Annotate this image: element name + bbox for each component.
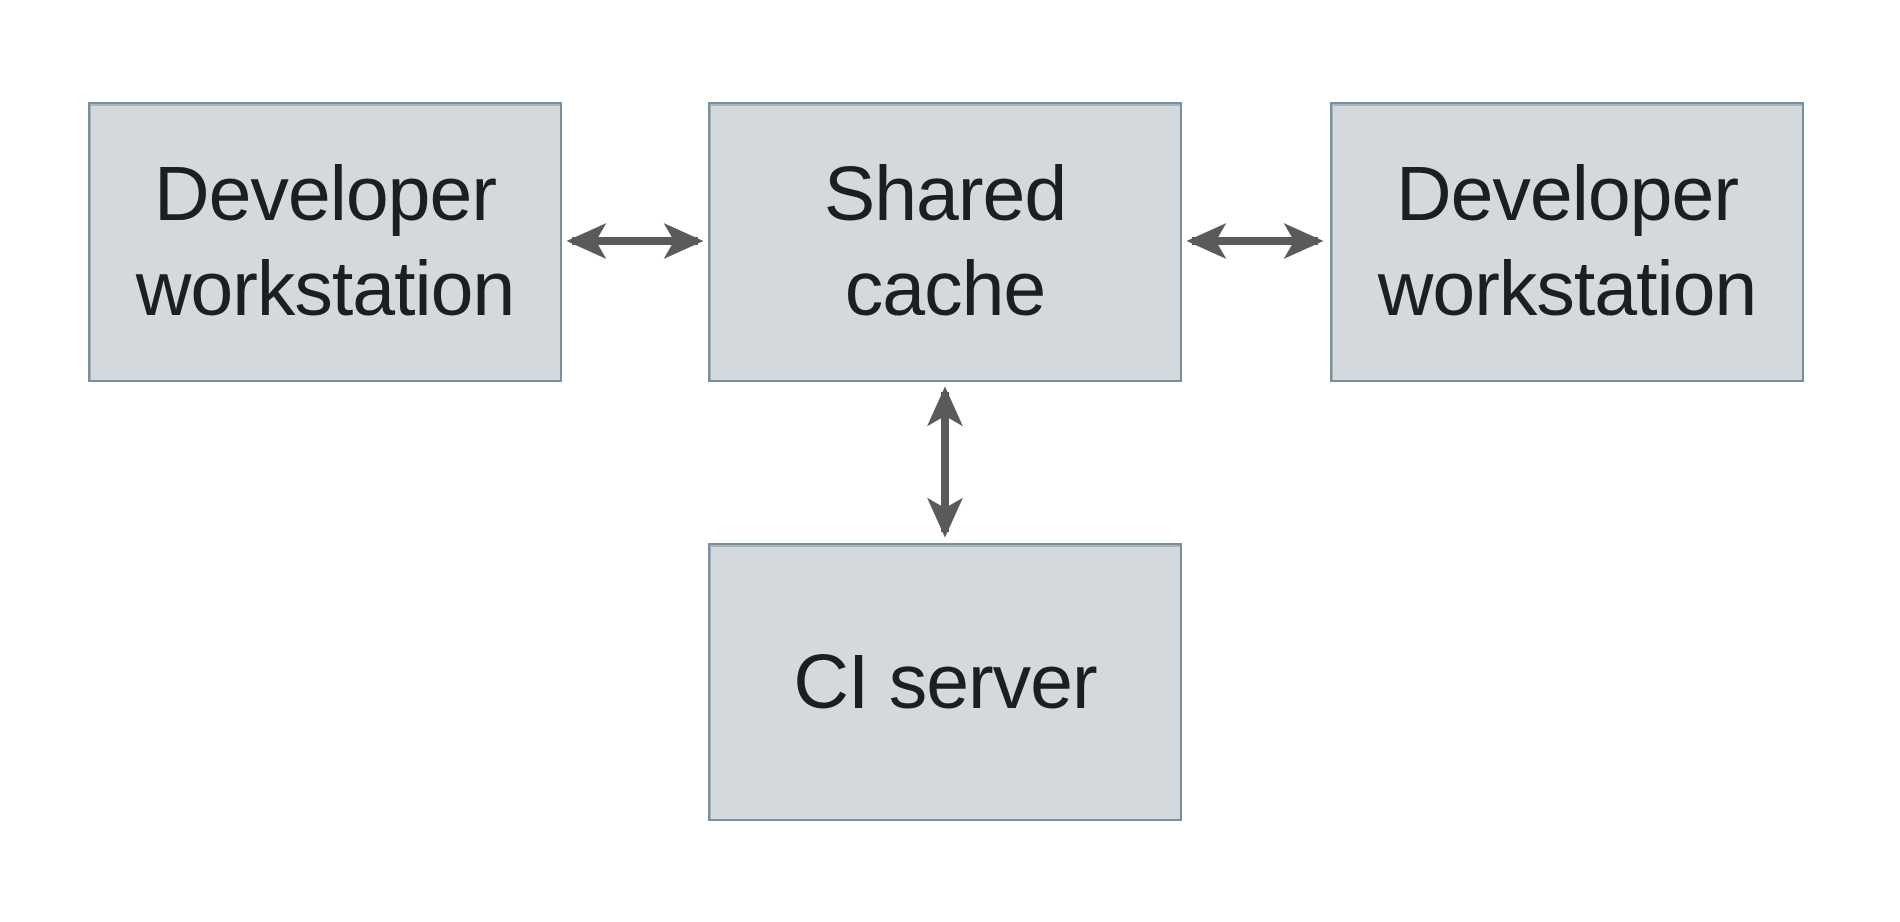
node-developer-workstation-left: Developer workstation <box>88 102 562 382</box>
node-developer-workstation-right: Developer workstation <box>1330 102 1804 382</box>
node-shared-cache: Shared cache <box>708 102 1182 382</box>
node-label-ci-server: CI server <box>793 638 1097 725</box>
node-ci-server: CI server <box>708 543 1182 821</box>
node-label-shared-cache: Shared cache <box>823 151 1067 332</box>
node-label-developer-workstation-right: Developer workstation <box>1377 151 1757 332</box>
node-label-developer-workstation-left: Developer workstation <box>135 151 515 332</box>
